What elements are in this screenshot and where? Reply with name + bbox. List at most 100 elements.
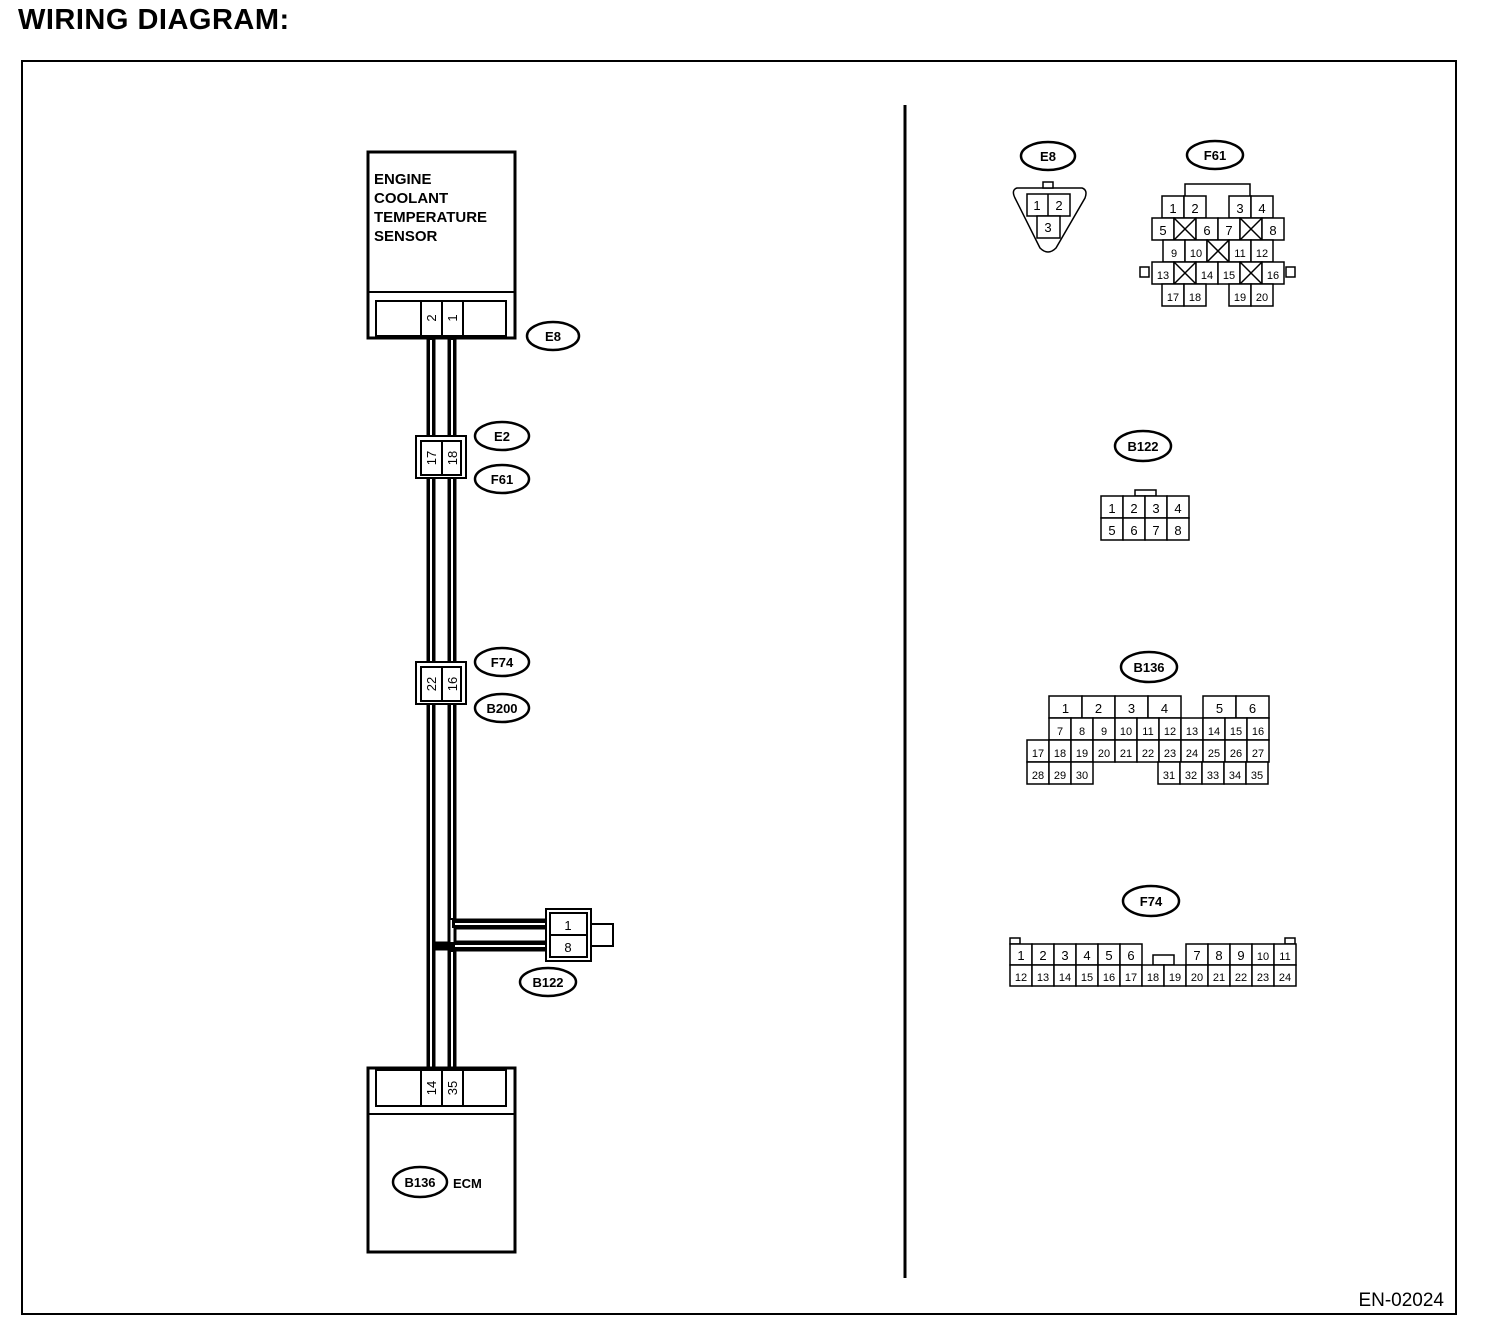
pin-number: 25 [1208,748,1220,760]
pin-number: 33 [1207,770,1219,782]
pin-number: 20 [1256,292,1268,304]
svg-text:B136: B136 [1133,660,1164,675]
connector-b122: 1 8 [545,908,614,962]
pin-number: 4 [1161,701,1168,716]
pin-number: 16 [1103,972,1115,984]
pin-number: 11 [1234,248,1245,260]
pin-number: 4 [1083,948,1090,963]
pin-number: 2 [1039,948,1046,963]
pin-number: 24 [1186,748,1198,760]
pin-number: 8 [1079,726,1085,738]
pin-number: 6 [1130,523,1137,538]
joint-pin: 16 [445,677,460,691]
sensor-name-line: SENSOR [374,228,438,245]
ecm-pin: 35 [445,1081,460,1095]
pin-number: 18 [1189,292,1201,304]
pin-cell [1070,761,1094,785]
pin-number: 15 [1230,726,1242,738]
pin-number: 31 [1163,770,1175,782]
svg-text:F61: F61 [1204,148,1226,163]
pin-number: 28 [1032,770,1044,782]
pin-number: 2 [1095,701,1102,716]
b122-pin: 8 [564,940,571,955]
sensor-name-line: TEMPERATURE [374,209,487,226]
pin-number: 29 [1054,770,1066,782]
pin-number: 5 [1105,948,1112,963]
coolant-temperature-sensor: ENGINE COOLANT TEMPERATURE SENSOR 2 1 [366,150,517,340]
pin-number: 17 [1032,748,1044,760]
pin-number: 9 [1101,726,1107,738]
connector-tag-b200: B200 [473,692,531,724]
sensor-pin: 1 [445,314,460,321]
pin-number: 7 [1152,523,1159,538]
b122-pin: 1 [564,918,571,933]
pin-number: 27 [1252,748,1264,760]
svg-text:F74: F74 [1140,894,1163,909]
pin-number: 23 [1164,748,1176,760]
pin-number: 26 [1230,748,1242,760]
pin-number: 21 [1120,748,1132,760]
pin-number: 3 [1061,948,1068,963]
pin-number: 5 [1159,223,1166,238]
svg-text:B200: B200 [486,701,517,716]
pin-number: 6 [1203,223,1210,238]
pin-number: 7 [1193,948,1200,963]
pin-number: 21 [1213,972,1225,984]
pin-number: 1 [1017,948,1024,963]
pin-number: 13 [1157,270,1169,282]
joint-pin: 22 [424,677,439,691]
svg-text:E8: E8 [545,329,561,344]
connector-tag-e2: E2 [473,420,531,452]
pin-number: 15 [1223,270,1235,282]
pin-number: 22 [1142,748,1154,760]
pin-cell [1250,283,1274,307]
pin-number: 6 [1249,701,1256,716]
pin-number: 12 [1164,726,1176,738]
pin-number: 32 [1185,770,1197,782]
reference-code: EN-02024 [1358,1290,1444,1311]
pin-number: 7 [1057,726,1063,738]
pin-cell [1166,517,1190,541]
pin-number: 19 [1234,292,1246,304]
sensor-name-line: COOLANT [374,190,448,207]
svg-text:B122: B122 [532,975,563,990]
pin-number: 5 [1108,523,1115,538]
sensor-pin: 2 [424,314,439,321]
pin-number: 4 [1258,201,1265,216]
pin-number: 1 [1108,501,1115,516]
svg-text:B122: B122 [1127,439,1158,454]
pin-number: 17 [1125,972,1137,984]
diagram-frame [21,60,1457,1315]
pin-number: 19 [1169,972,1181,984]
pin-number: 34 [1229,770,1241,782]
svg-text:F74: F74 [491,655,514,670]
connector-tag-b136 [391,1165,449,1199]
e8-pin: 2 [1055,198,1062,213]
connector-tag-f74: F74 [473,646,531,678]
blank-cavity [1239,261,1263,285]
page-title: WIRING DIAGRAM: [18,4,290,36]
pin-number: 14 [1201,270,1213,282]
ecm-connector-tag: B136 [404,1175,435,1190]
ecm-pin: 14 [424,1081,439,1095]
pin-number: 14 [1208,726,1220,738]
pin-number: 12 [1015,972,1027,984]
e8-pin: 1 [1033,198,1040,213]
pin-number: 2 [1130,501,1137,516]
pin-number: 12 [1256,248,1268,260]
pin-cell [1273,964,1297,987]
pin-number: 17 [1167,292,1179,304]
pin-number: 20 [1191,972,1203,984]
pin-number: 13 [1037,972,1049,984]
pin-number: 15 [1081,972,1093,984]
pin-number: 4 [1174,501,1181,516]
pin-cell [1245,761,1269,785]
pin-number: 3 [1128,701,1135,716]
pin-number: 1 [1169,201,1176,216]
svg-text:E8: E8 [1040,149,1056,164]
